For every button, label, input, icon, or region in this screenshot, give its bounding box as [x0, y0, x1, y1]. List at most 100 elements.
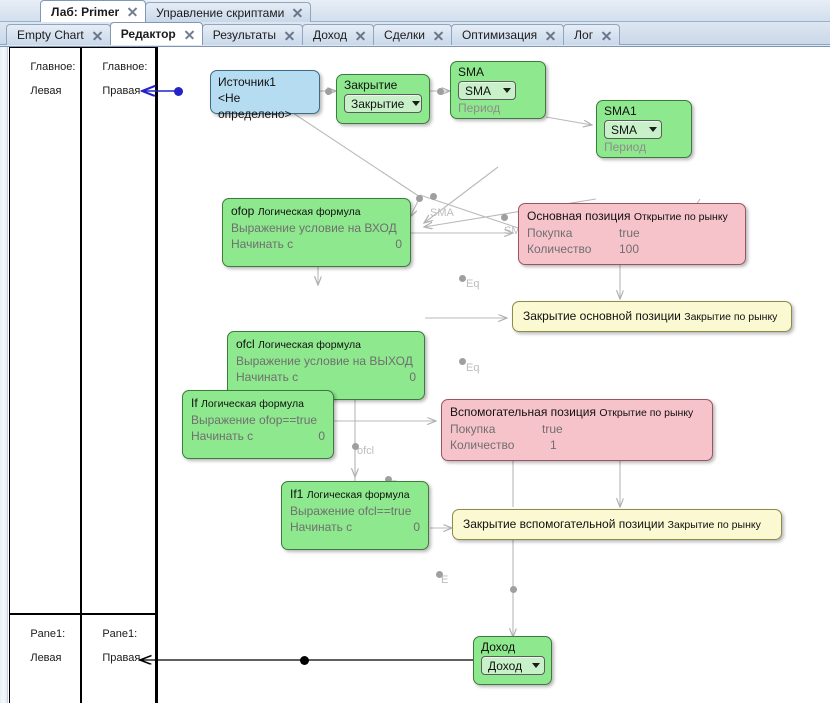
start-value[interactable]: 0 [409, 370, 416, 384]
node-start-row: Начинать с 0 [290, 519, 420, 535]
node-subtitle: Открытие по рынку [599, 407, 694, 419]
tab-empty-chart[interactable]: Empty Chart [6, 24, 111, 45]
pane-line-2: Правая [102, 85, 141, 97]
node-sma1[interactable]: SMA1 SMA Период [596, 100, 692, 158]
pane-line-1: Главное: [30, 61, 76, 73]
edge-dot [510, 586, 517, 593]
node-name: Вспомогательная позиция [450, 405, 596, 419]
close-icon[interactable] [545, 30, 556, 41]
node-subtitle: Логическая формула [306, 489, 410, 501]
node-title: ofcl Логическая формула [236, 337, 416, 353]
node-close-price[interactable]: Закрытие Закрытие [336, 74, 430, 124]
node-title: Вспомогательная позиция Открытие по рынк… [450, 405, 704, 421]
node-subtitle: Закрытие по рынку [667, 518, 761, 531]
pane-line-2: Левая [30, 85, 62, 97]
tab-income[interactable]: Доход [301, 24, 375, 45]
node-sma[interactable]: SMA SMA Период [450, 61, 546, 119]
node-ofcl[interactable]: ofcl Логическая формула Выражение услови… [227, 331, 425, 400]
outer-tab-label: Управление скриптами [156, 5, 285, 20]
quantity-value[interactable]: 100 [619, 242, 640, 256]
close-icon[interactable] [601, 30, 612, 41]
expression-value[interactable]: условие на ВЫХОД [304, 354, 413, 368]
start-label: Начинать с [231, 237, 294, 251]
node-title: Закрытие [344, 78, 398, 92]
close-icon[interactable] [292, 7, 303, 18]
pane-main-left[interactable] [9, 47, 81, 614]
node-close-main-position[interactable]: Закрытие основной позиции Закрытие по ры… [512, 301, 792, 332]
chevron-down-icon [649, 127, 657, 132]
output-endpoint-dot[interactable] [300, 656, 309, 665]
buy-value[interactable]: true [542, 422, 563, 436]
node-subtitle: Логическая формула [201, 398, 304, 410]
start-value[interactable]: 0 [395, 237, 402, 251]
sma-indicator-combobox[interactable]: SMA [458, 81, 516, 100]
node-title: ofop Логическая формула [231, 204, 402, 220]
close-icon[interactable] [184, 29, 195, 40]
buy-label: Покупка [450, 422, 496, 436]
left-scroll-gutter[interactable] [0, 47, 8, 703]
start-value[interactable]: 0 [413, 520, 420, 534]
inner-tab-strip: Empty Chart Редактор Результаты Доход Сд… [6, 22, 621, 45]
node-close-aux-position[interactable]: Закрытие вспомогательной позиции Закрыти… [452, 509, 782, 540]
sma1-indicator-combobox[interactable]: SMA [604, 120, 662, 139]
node-main-position[interactable]: Основная позиция Открытие по рынку Покуп… [518, 203, 746, 265]
close-icon[interactable] [355, 30, 366, 41]
quantity-label: Количество [527, 242, 592, 256]
pane-line-2: Левая [30, 652, 62, 664]
edge-dot [459, 358, 466, 365]
node-aux-position[interactable]: Вспомогательная позиция Открытие по рынк… [441, 399, 713, 461]
outer-tab-label: Лаб: Primer [51, 4, 120, 19]
expression-value[interactable]: условие на ВХОД [299, 221, 397, 235]
combobox-value: Закрытие [351, 96, 405, 111]
expression-value[interactable]: ofcl==true [358, 504, 412, 518]
edge-dot [501, 214, 508, 221]
start-value[interactable]: 0 [318, 429, 325, 443]
edge-dot [352, 443, 359, 450]
income-combobox[interactable]: Доход [481, 656, 545, 675]
outer-tab-script-management[interactable]: Управление скриптами [145, 2, 312, 22]
combobox-value: Доход [488, 658, 523, 673]
tab-results[interactable]: Результаты [201, 24, 303, 45]
tab-editor[interactable]: Редактор [109, 22, 203, 45]
node-title: Источник1 [218, 75, 276, 89]
pane-1-left[interactable] [9, 614, 81, 703]
node-source1[interactable]: Источник1 <Не определено> [210, 70, 320, 121]
node-start-row: Начинать с 0 [191, 428, 325, 444]
close-icon[interactable] [127, 6, 138, 17]
node-buy-row: Покупка true [527, 225, 737, 241]
node-start-row: Начинать с 0 [236, 369, 416, 385]
node-title: Закрытие вспомогательной позиции Закрыти… [463, 517, 761, 533]
tab-label: Доход [312, 28, 348, 42]
buy-value[interactable]: true [619, 226, 640, 240]
pane-divider [155, 47, 158, 703]
close-icon[interactable] [92, 30, 103, 41]
expression-value[interactable]: ofop==true [259, 413, 318, 427]
node-income[interactable]: Доход Доход [473, 636, 552, 685]
node-subtitle: Логическая формула [258, 339, 361, 351]
close-icon[interactable] [284, 30, 295, 41]
outer-tab-bar: Лаб: Primer Управление скриптами [0, 0, 830, 22]
sma1-period-label: Период [604, 140, 647, 154]
node-ofop[interactable]: ofop Логическая формула Выражение услови… [222, 198, 411, 267]
node-name: ofop [231, 204, 255, 218]
node-if1[interactable]: If1 Логическая формула Выражение ofcl==t… [281, 481, 429, 550]
start-label: Начинать с [290, 520, 353, 534]
edge-dot [430, 193, 437, 200]
input-endpoint-dot[interactable] [174, 87, 183, 96]
close-icon[interactable] [433, 30, 444, 41]
outer-tab-lab-primer[interactable]: Лаб: Primer [40, 0, 147, 22]
quantity-value[interactable]: 1 [550, 438, 557, 452]
node-title: Доход [481, 640, 516, 654]
tab-log[interactable]: Лог [563, 24, 621, 45]
node-if[interactable]: If Логическая формула Выражение ofop==tr… [182, 390, 334, 459]
pane-1-left-label: Pane1: Левая [10, 615, 67, 677]
tab-label: Редактор [120, 27, 176, 41]
tab-deals[interactable]: Сделки [373, 24, 452, 45]
close-source-combobox[interactable]: Закрытие [344, 94, 422, 113]
tab-optimization[interactable]: Оптимизация [450, 24, 565, 45]
node-name: Закрытие вспомогательной позиции [463, 516, 665, 531]
pane-main-right[interactable] [81, 47, 157, 614]
combobox-value: SMA [611, 122, 638, 137]
node-qty-row: Количество 100 [527, 241, 737, 257]
